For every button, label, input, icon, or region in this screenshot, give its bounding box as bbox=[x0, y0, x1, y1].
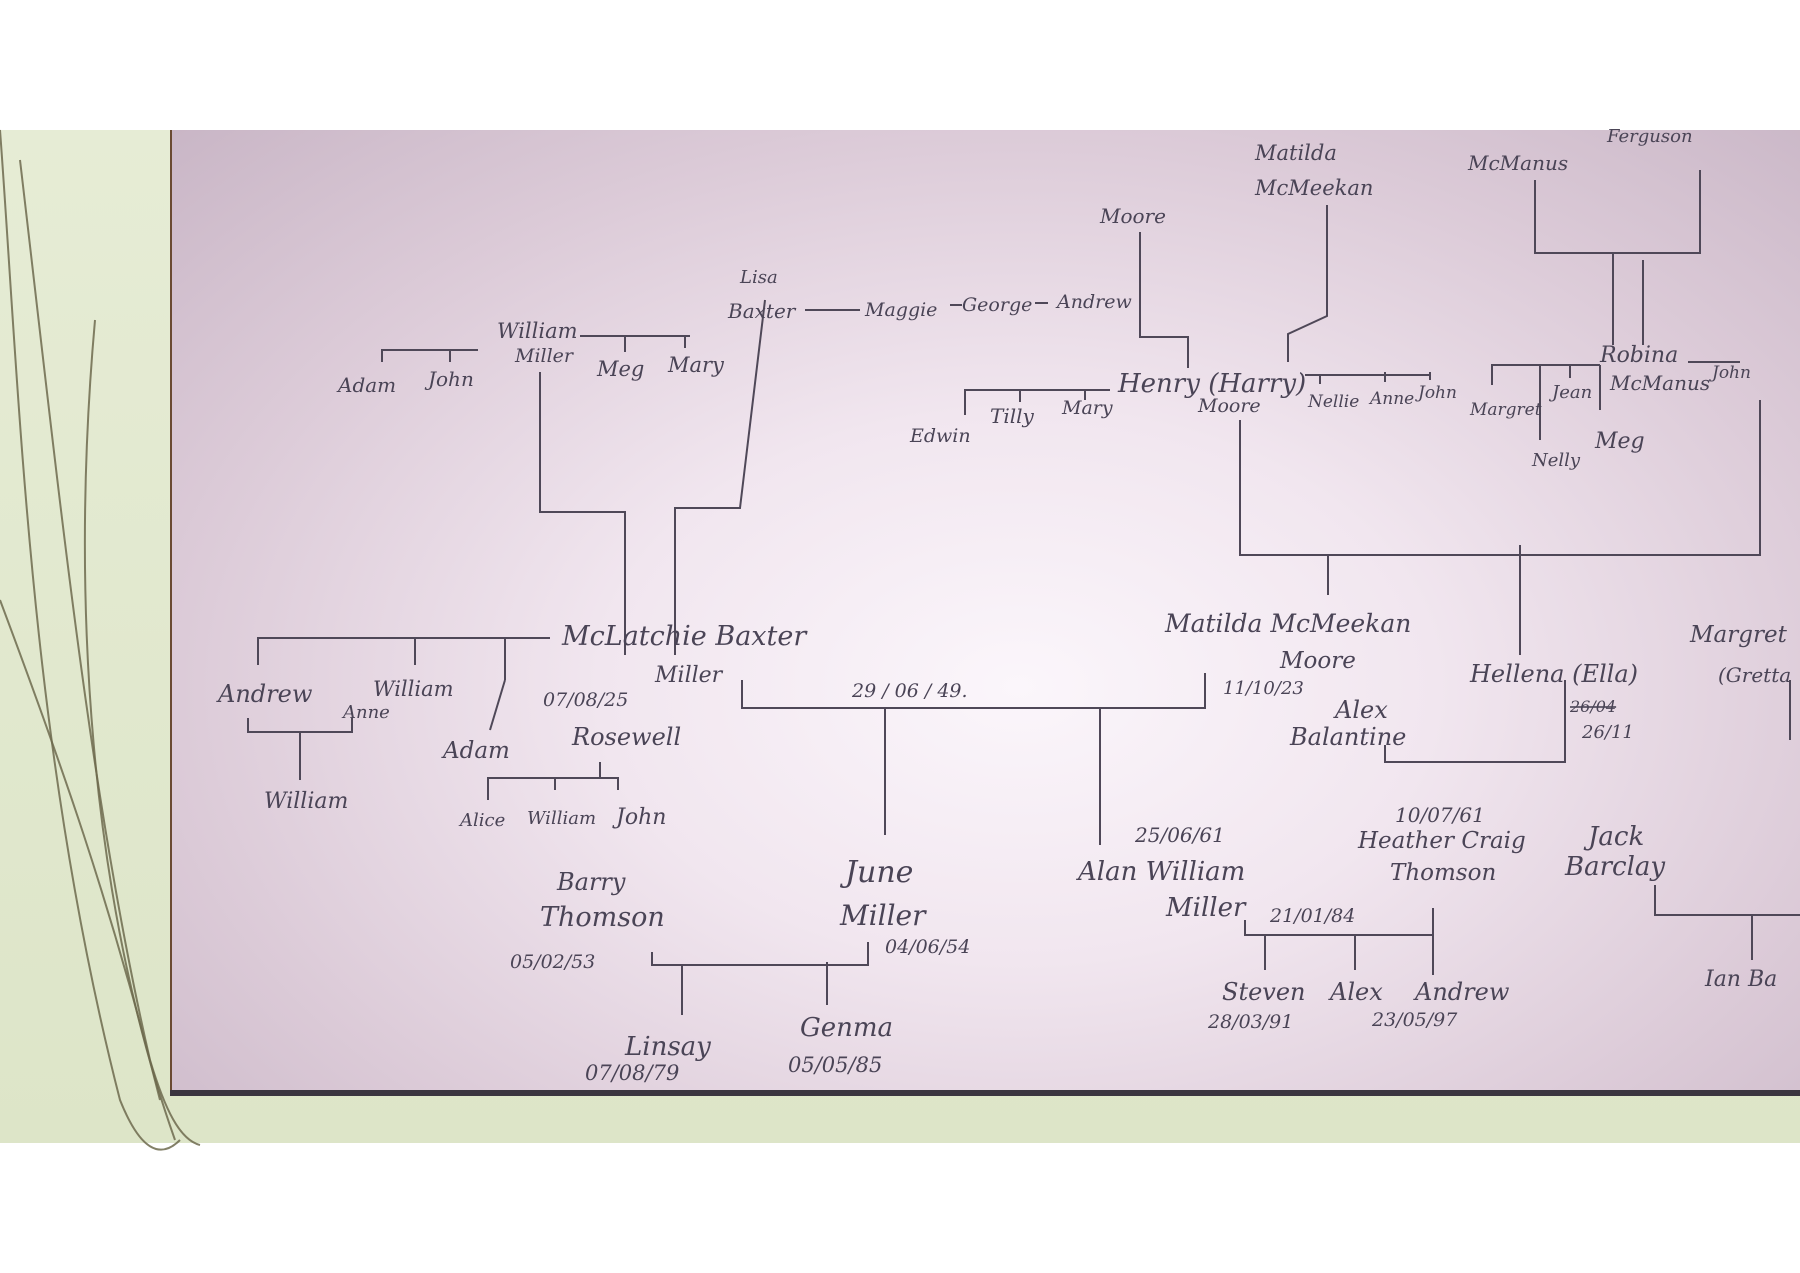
person-nelly: Nelly bbox=[1531, 450, 1581, 471]
person-ferguson: Ferguson bbox=[1606, 126, 1693, 147]
person-linsay: Linsay bbox=[624, 1032, 711, 1062]
person-john-small: John bbox=[612, 805, 666, 830]
person-alex-child: Alex bbox=[1328, 978, 1383, 1006]
marriage-date: 29 / 06 / 49. bbox=[851, 680, 968, 702]
person-barry-a: Barry bbox=[556, 868, 626, 896]
date-genma: 05/05/85 bbox=[788, 1053, 882, 1077]
person-mclatchie: McLatchie Baxter bbox=[561, 621, 808, 652]
decorative-curves bbox=[0, 129, 201, 1151]
person-genma: Genma bbox=[800, 1013, 893, 1043]
person-anne-mid: Anne bbox=[1368, 389, 1414, 409]
date-heather: 10/07/61 bbox=[1395, 803, 1485, 827]
person-henry: Henry (Harry) bbox=[1117, 369, 1306, 399]
person-june-b: Miller bbox=[839, 899, 927, 932]
person-june-a: June bbox=[839, 855, 913, 890]
person-mcmanus-top: McManus bbox=[1467, 151, 1568, 175]
person-robina: Robina bbox=[1599, 343, 1678, 368]
person-gretta: (Gretta bbox=[1718, 663, 1791, 687]
person-mary-top: Mary bbox=[667, 353, 725, 377]
person-andrew-left: Andrew bbox=[216, 680, 313, 708]
person-mcmeekan-top: McMeekan bbox=[1254, 176, 1373, 200]
person-john-top: John bbox=[424, 367, 474, 391]
person-maggie: Maggie bbox=[864, 299, 937, 321]
person-miller-mid: Miller bbox=[654, 663, 724, 688]
date-matilda: 11/10/23 bbox=[1223, 678, 1304, 699]
person-alice: Alice bbox=[458, 810, 505, 831]
person-edwin: Edwin bbox=[909, 425, 971, 447]
person-jean: Jean bbox=[1548, 382, 1592, 403]
person-hellena: Hellena (Ella) bbox=[1469, 660, 1638, 688]
person-alan-b: Miller bbox=[1165, 893, 1247, 923]
person-margret-right: Margret bbox=[1689, 622, 1788, 648]
person-rosewell: Rosewell bbox=[571, 723, 681, 751]
date-mclatchie: 07/08/25 bbox=[543, 689, 628, 711]
person-mary-mid: Mary bbox=[1061, 397, 1113, 419]
person-william-miller-b: Miller bbox=[514, 345, 575, 367]
date-june: 04/06/54 bbox=[885, 936, 970, 958]
date-hellena: 26/11 bbox=[1581, 722, 1634, 743]
person-robina-mcmanus: McManus bbox=[1609, 371, 1710, 395]
person-adam-left: Adam bbox=[441, 738, 510, 764]
date-linsay: 07/08/79 bbox=[585, 1061, 679, 1085]
person-moore-top: Moore bbox=[1099, 204, 1166, 228]
person-matilda-moore-a: Matilda McMeekan bbox=[1164, 609, 1411, 638]
person-matilda-top: Matilda bbox=[1254, 141, 1337, 165]
person-alex-balantine-b: Balantine bbox=[1289, 723, 1406, 751]
person-meg-right: Meg bbox=[1594, 429, 1645, 454]
family-tree-paper bbox=[172, 130, 1800, 1090]
person-adam-top: Adam bbox=[336, 373, 396, 397]
person-moore-henry: Moore bbox=[1197, 395, 1261, 417]
person-matilda-moore-b: Moore bbox=[1279, 648, 1356, 674]
person-william-left: William bbox=[373, 677, 454, 701]
date-hellena-crossed: 26/04 bbox=[1569, 697, 1616, 716]
date-steven: 28/03/91 bbox=[1207, 1011, 1293, 1033]
person-nellie: Nellie bbox=[1307, 392, 1359, 412]
tree-lines bbox=[247, 170, 1800, 1015]
person-baxter: Baxter bbox=[727, 299, 797, 323]
person-steven: Steven bbox=[1222, 978, 1306, 1006]
person-alex-balantine-a: Alex bbox=[1333, 696, 1388, 724]
date-andrew-child: 23/05/97 bbox=[1371, 1009, 1458, 1031]
person-anne-left: Anne bbox=[341, 702, 390, 723]
person-meg-top: Meg bbox=[596, 357, 644, 381]
person-lisa: Lisa bbox=[739, 267, 778, 288]
date-alan-marriage: 21/01/84 bbox=[1269, 905, 1355, 927]
person-william-small: William bbox=[527, 808, 596, 829]
person-barry-b: Thomson bbox=[540, 902, 665, 933]
person-jack-b: Barclay bbox=[1564, 852, 1665, 882]
person-ian: Ian Ba bbox=[1704, 967, 1777, 992]
person-heather-b: Thomson bbox=[1390, 860, 1496, 886]
person-william-miller-a: William bbox=[497, 319, 578, 343]
person-andrew-child: Andrew bbox=[1413, 978, 1510, 1006]
date-alan: 25/06/61 bbox=[1134, 823, 1225, 847]
person-heather-a: Heather Craig bbox=[1357, 828, 1526, 854]
person-tilly: Tilly bbox=[990, 404, 1035, 428]
photo-bottom-edge bbox=[170, 1090, 1800, 1096]
person-margret-top: Margret bbox=[1469, 400, 1542, 420]
tree-labels: Lisa Baxter Maggie George Andrew Moore M… bbox=[216, 126, 1791, 1085]
person-george: George bbox=[962, 294, 1032, 316]
person-john-mid: John bbox=[1415, 383, 1457, 403]
date-barry: 05/02/53 bbox=[510, 951, 595, 973]
person-john-right: John bbox=[1709, 363, 1751, 383]
person-william-bottom-left: William bbox=[264, 789, 348, 814]
person-alan-a: Alan William bbox=[1076, 857, 1245, 887]
person-jack-a: Jack bbox=[1583, 822, 1644, 852]
person-andrew-top: Andrew bbox=[1055, 291, 1132, 313]
